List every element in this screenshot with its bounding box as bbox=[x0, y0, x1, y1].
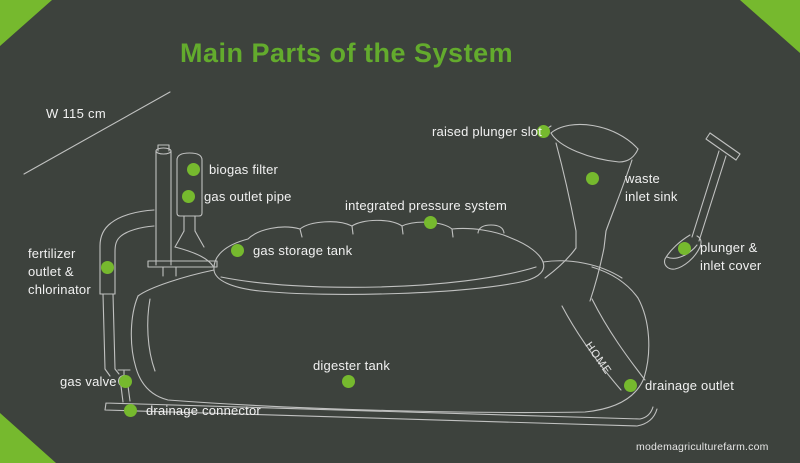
gas-storage-tank-label: gas storage tank bbox=[253, 243, 353, 258]
fertilizer-outlet-pipe bbox=[99, 209, 155, 377]
home-text: HOME bbox=[583, 340, 614, 377]
drainage-outlet-label: drainage outlet bbox=[645, 378, 735, 393]
gas-outlet-pipe-label: gas outlet pipe bbox=[204, 189, 292, 204]
raised-plunger-slot-marker bbox=[536, 124, 550, 138]
drainage-connector-label: drainage connector bbox=[146, 403, 261, 418]
width-measurement-label: W 115 cm bbox=[46, 106, 106, 121]
waste-inlet-sink-marker bbox=[585, 171, 599, 185]
biogas-filter-marker bbox=[186, 162, 200, 176]
integrated-pressure-system-label: integrated pressure system bbox=[345, 198, 507, 213]
waste-inlet-funnel bbox=[539, 123, 639, 302]
integrated-pressure-system-marker bbox=[423, 215, 437, 229]
gas-storage-tank-marker bbox=[230, 243, 244, 257]
raised-plunger-slot-label: raised plunger slot bbox=[432, 124, 543, 139]
measurement-line bbox=[23, 91, 171, 175]
digester-tank-outline bbox=[130, 246, 650, 414]
gas-valve-label: gas valve bbox=[60, 374, 117, 389]
waste-inlet-sink-label: waste inlet sink bbox=[625, 171, 678, 204]
plunger-tool bbox=[664, 132, 741, 270]
plunger-inlet-cover-label: plunger & inlet cover bbox=[700, 240, 762, 273]
inlet-to-drainage-pipe bbox=[561, 298, 646, 391]
gas-valve-marker bbox=[118, 374, 132, 388]
drainage-pipe bbox=[104, 402, 658, 427]
biogas-filter-label: biogas filter bbox=[209, 162, 279, 177]
digester-tank-marker bbox=[341, 374, 355, 388]
fertilizer-outlet-label: fertilizer outlet & chlorinator bbox=[28, 246, 91, 297]
gas-storage-bladder bbox=[213, 219, 545, 295]
digester-tank-label: digester tank bbox=[313, 358, 391, 373]
watermark-text: modemagriculturefarm.com bbox=[636, 441, 769, 453]
drainage-outlet-marker bbox=[623, 378, 637, 392]
page-title: Main Parts of the System bbox=[180, 38, 514, 68]
biogas-filter-column bbox=[147, 144, 218, 277]
fertilizer-outlet-marker bbox=[100, 260, 114, 274]
drainage-connector-marker bbox=[123, 403, 137, 417]
gas-outlet-pipe-marker bbox=[181, 189, 195, 203]
plunger-inlet-cover-marker bbox=[677, 241, 691, 255]
